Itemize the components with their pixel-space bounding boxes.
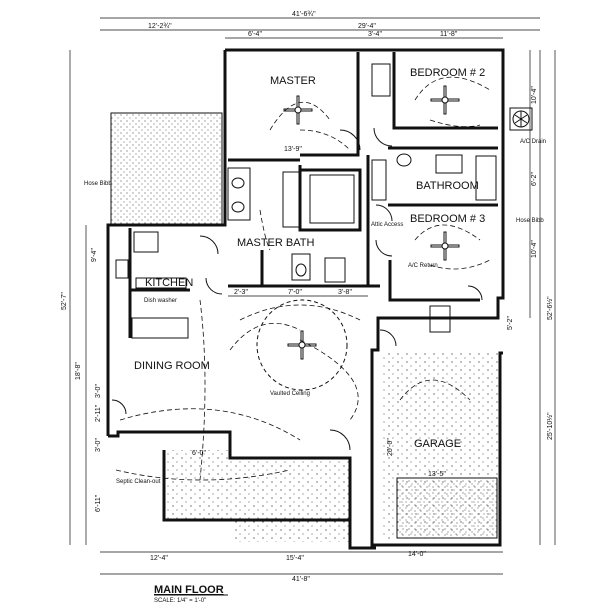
room-label-bathroom: BATHROOM — [416, 180, 479, 192]
dish-washer-label: Dish washer — [144, 298, 177, 304]
annotation-labels: Hose Bibb Hose Bibb A/C Drain Attic Acce… — [84, 139, 546, 485]
dim-bottom-overall: 41'-8" — [292, 576, 310, 583]
ceiling-fans — [256, 85, 460, 391]
vaulted-ceiling-label: Vaulted Ceiling — [270, 391, 310, 397]
dim-right-e: 25'-10½" — [546, 412, 554, 440]
dim-right-b: 6'-2" — [531, 172, 538, 186]
fixtures — [115, 63, 497, 339]
dim-left-dining: 18'-8" — [75, 362, 82, 380]
concrete-areas — [110, 112, 499, 542]
ceiling-fan-bedroom2 — [430, 85, 460, 115]
dim-left-kitchen: 9'-4" — [91, 248, 98, 262]
dim-top-a: 6'-4" — [248, 31, 262, 38]
dim-top-b: 3'-4" — [368, 31, 382, 38]
dim-porch: 6'-0" — [192, 450, 206, 457]
exterior-walls — [106, 48, 505, 550]
dim-top-left: 12'-2¾" — [148, 23, 172, 30]
dim-bottom-a: 12'-4" — [150, 555, 168, 562]
room-label-bedroom2: BEDROOM # 2 — [410, 67, 485, 79]
ceiling-fan-master — [283, 95, 313, 125]
dim-left-b: 2'-11" — [95, 404, 102, 422]
electrical-wiring — [115, 76, 491, 481]
dim-garage-door: 13'-5" — [428, 471, 446, 478]
dim-master-width: 13'-9" — [284, 146, 302, 153]
hose-bibb-left-label: Hose Bibb — [84, 181, 112, 187]
dim-bath-b: 3'-8" — [338, 289, 352, 296]
room-labels: MASTER BEDROOM # 2 BATHROOM BEDROOM # 3 … — [134, 67, 485, 450]
door-swings — [111, 127, 483, 451]
room-label-bedroom3: BEDROOM # 3 — [410, 213, 485, 225]
dim-left-a: 3'-0" — [95, 384, 102, 398]
dimension-texts: 41'-6¾" 12'-2¾" 29'-4" 6'-4" 3'-4" 11'-8… — [61, 11, 554, 583]
attic-access-label: Attic Access — [371, 222, 403, 228]
dim-right-a: 10'-4" — [531, 86, 538, 104]
dim-top-right: 29'-4" — [358, 23, 376, 30]
dim-bottom-c: 14'-0" — [408, 551, 426, 558]
dim-right-c: 10'-4" — [531, 240, 538, 258]
dim-top-c: 11'-8" — [440, 31, 458, 38]
dim-bath-a: 7'-0" — [288, 289, 302, 296]
title-block: MAIN FLOOR SCALE: 1/4" = 1'-0" — [154, 584, 228, 604]
drawing-scale: SCALE: 1/4" = 1'-0" — [154, 598, 206, 604]
ceiling-fan-vaulted — [256, 299, 348, 391]
ceiling-fan-bedroom3 — [430, 231, 460, 261]
dimension-lines — [69, 17, 556, 575]
dim-top-overall: 41'-6¾" — [292, 11, 316, 18]
dim-garage-depth: 20'-0" — [387, 438, 394, 456]
ac-unit-icon — [509, 107, 533, 131]
room-label-dining: DINING ROOM — [134, 360, 210, 372]
interior-walls — [128, 52, 498, 338]
ac-drain-label: A/C Drain — [520, 139, 546, 145]
room-label-garage: GARAGE — [414, 438, 461, 450]
dim-left-d: 6'-11" — [95, 494, 102, 512]
room-label-master-bath: MASTER BATH — [237, 237, 314, 249]
septic-cleanout-label: Septic Clean-out — [116, 479, 161, 485]
room-label-kitchen: KITCHEN — [145, 277, 193, 289]
ac-return-label: A/C Return — [408, 263, 438, 269]
dim-right-d: 5'-2" — [507, 316, 514, 330]
dim-left-c: 3'-0" — [95, 438, 102, 452]
hose-bibb-right-label: Hose Bibb — [516, 218, 544, 224]
dim-bottom-b: 15'-4" — [286, 555, 304, 562]
room-label-master: MASTER — [270, 75, 316, 87]
drawing-title: MAIN FLOOR — [154, 584, 224, 596]
dim-bath-c: 2'-3" — [234, 289, 248, 296]
dim-left-overall: 52'-7" — [61, 292, 68, 310]
dim-right-overall: 52'-6½" — [546, 296, 554, 320]
